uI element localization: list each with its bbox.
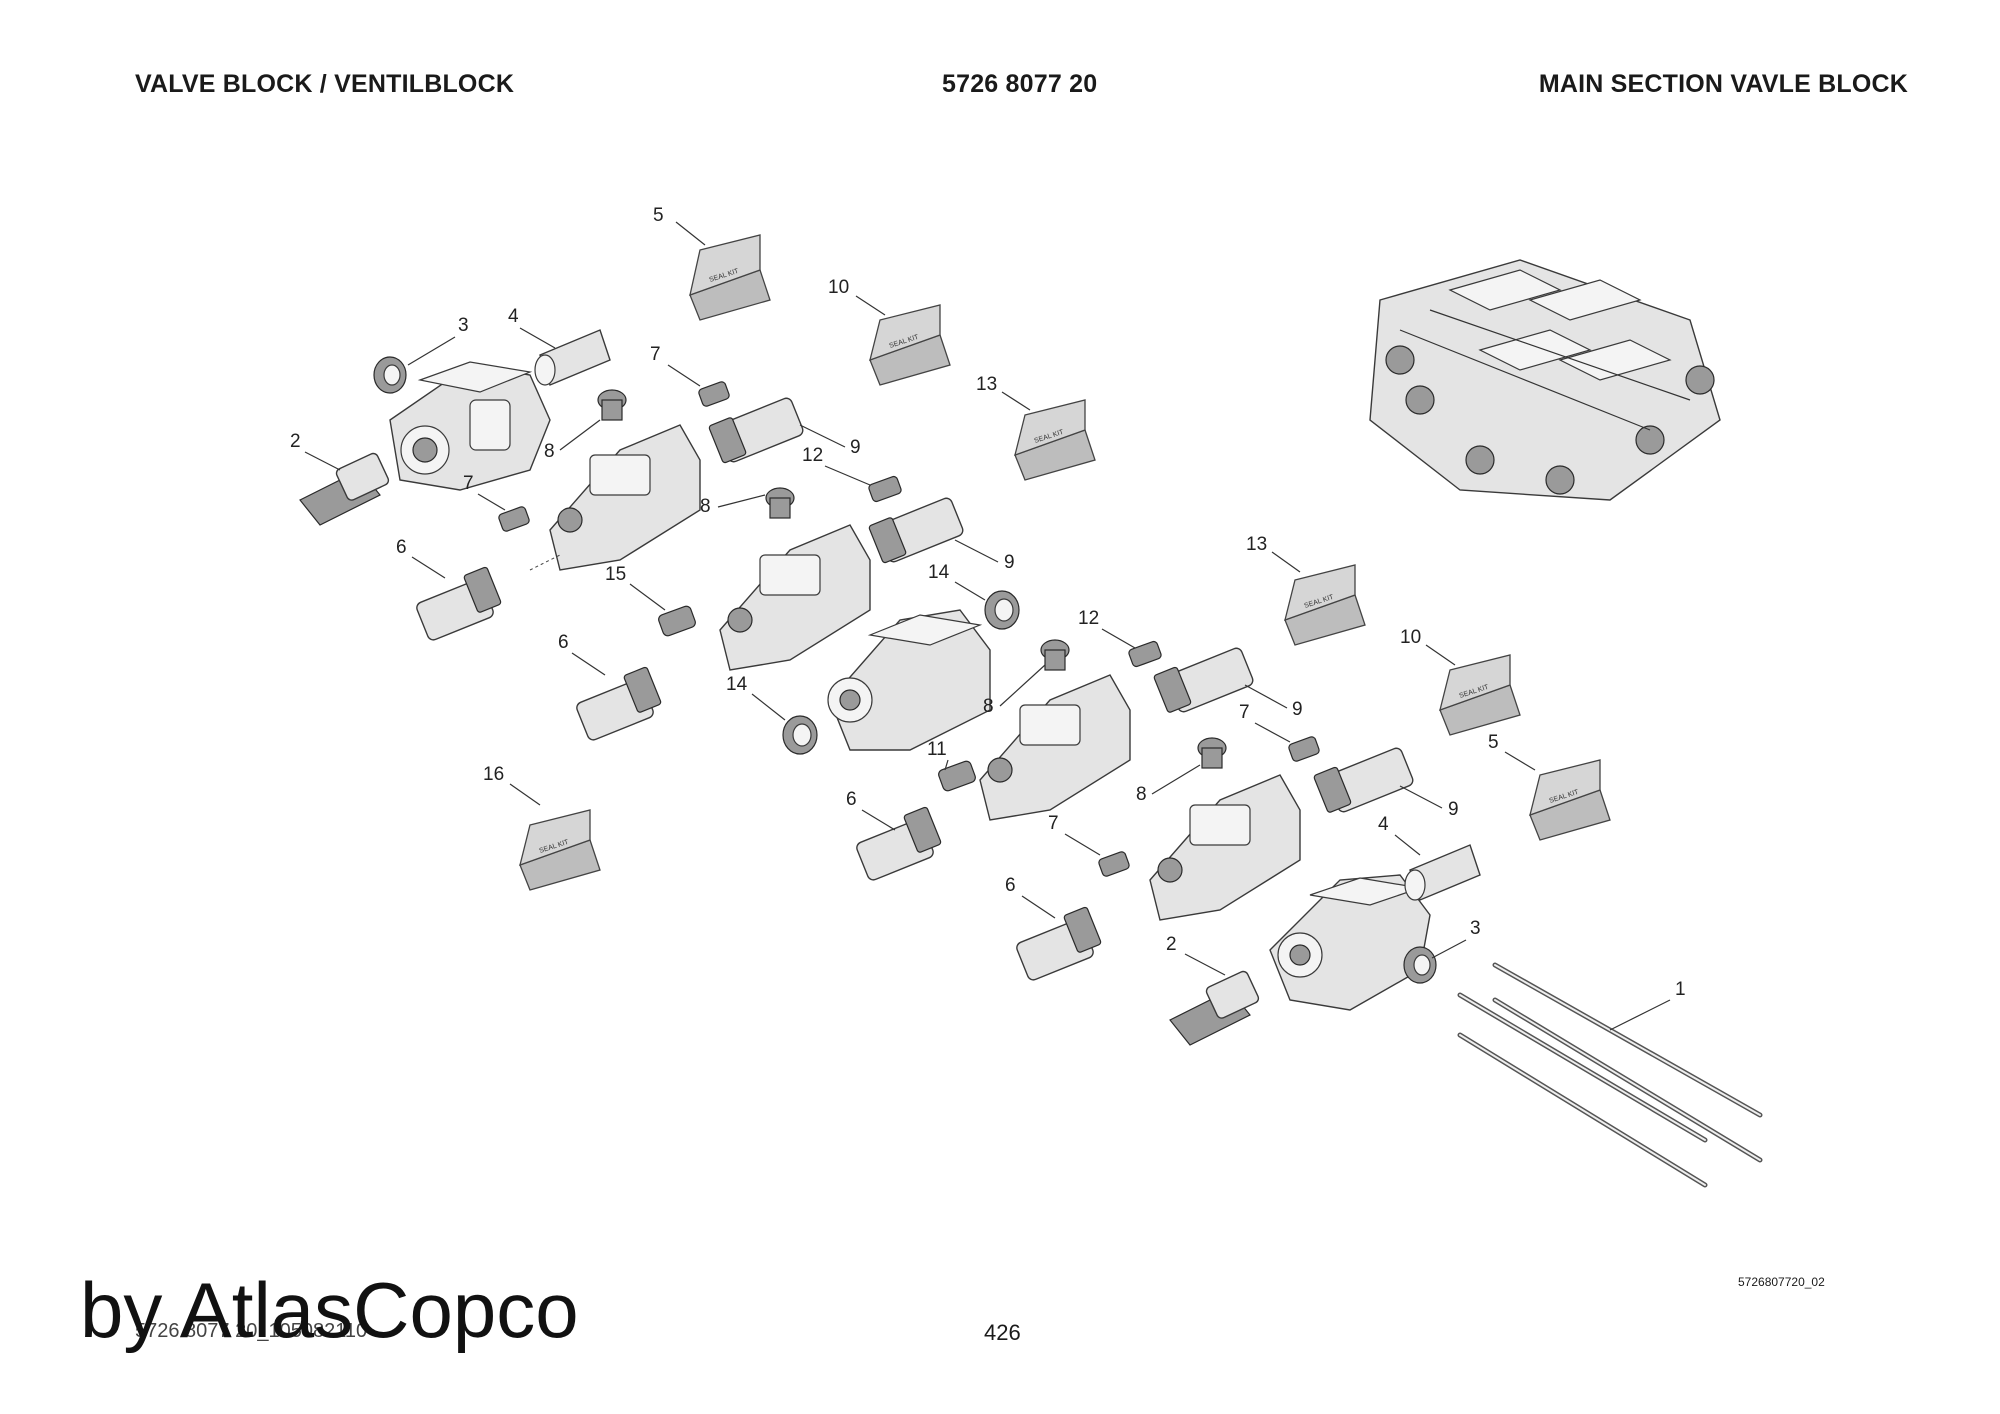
callout-6-section3: 6 [846, 789, 857, 810]
header-title-left: VALVE BLOCK / VENTILBLOCK [135, 70, 515, 98]
callout-14-top: 14 [928, 562, 950, 583]
seal-kit-5-right: SEAL KIT [1529, 759, 1611, 841]
cap-8-section4 [1197, 737, 1227, 769]
callout-4-bottom: 4 [1378, 814, 1389, 835]
callout-7-section3: 7 [1048, 813, 1059, 834]
callout-8-section3: 8 [983, 696, 994, 717]
cap-8-section2 [765, 487, 795, 519]
plug-7-section1 [498, 506, 530, 532]
callout-12-section3: 12 [1078, 608, 1099, 629]
header-title-right: MAIN SECTION VAVLE BLOCK [1538, 70, 1908, 98]
plug-7-section1-top [698, 381, 730, 407]
watermark: by AtlasCopco [80, 1266, 579, 1354]
plug-7-section4 [1288, 736, 1320, 762]
work-section-4 [1149, 774, 1301, 921]
callout-7-top: 7 [650, 344, 661, 365]
callout-2-top: 2 [290, 431, 301, 452]
solenoid-6-section4 [1016, 906, 1102, 981]
callout-8-section4: 8 [1136, 784, 1147, 805]
mid-inlet-section [827, 609, 991, 751]
cap-8-section3 [1040, 639, 1070, 671]
callout-3-bottom: 3 [1470, 918, 1481, 939]
solenoid-6-section1 [416, 566, 502, 641]
callout-8-section2: 8 [700, 496, 711, 517]
callouts: 5 10 13 3 4 2 7 8 9 7 6 12 8 9 15 6 14 1… [290, 205, 1686, 1031]
solenoid-6-section2 [576, 666, 662, 741]
callout-15: 15 [605, 564, 626, 585]
callout-8-section1: 8 [544, 441, 555, 462]
solenoid-9-section4 [1313, 747, 1414, 813]
work-section-3 [979, 674, 1131, 821]
plug-7-section3 [1098, 851, 1130, 877]
footer-document-code: 5726 8077 20_105082110 [135, 1320, 368, 1342]
callout-10: 10 [828, 277, 849, 298]
callout-5-right: 5 [1488, 732, 1499, 753]
check-valve-12-section2 [868, 475, 902, 503]
callout-10-right: 10 [1400, 627, 1421, 648]
relief-valve-2-top [299, 452, 390, 526]
callout-12-section2: 12 [802, 445, 823, 466]
seal-kit-5-top: SEAL KIT [689, 234, 771, 321]
sleeve-4-bottom [1404, 844, 1481, 901]
callout-11: 11 [927, 739, 947, 760]
drawing-number: 5726807720_02 [1738, 1275, 1825, 1289]
callout-7-section1: 7 [463, 473, 474, 494]
solenoid-9-section2 [868, 497, 964, 564]
cap-8-section1 [597, 389, 627, 421]
check-valve-15 [658, 605, 696, 637]
plug-14-bottom [782, 715, 818, 755]
callout-5: 5 [653, 205, 664, 226]
seal-kit-13-right: SEAL KIT [1284, 564, 1366, 646]
check-valve-11 [938, 760, 976, 792]
seal-kit-13-top: SEAL KIT [1014, 399, 1096, 481]
callout-2-bottom: 2 [1166, 934, 1177, 955]
tie-rods-1 [1457, 962, 1763, 1188]
relief-valve-2-bottom [1169, 970, 1260, 1046]
plug-3-top [373, 356, 407, 394]
outlet-section-bottom [1269, 874, 1431, 1011]
plug-3-bottom [1403, 946, 1437, 984]
work-section-1 [549, 424, 701, 571]
callout-4: 4 [508, 306, 519, 327]
page-number: 426 [984, 1320, 1021, 1345]
work-section-2 [719, 524, 871, 671]
callout-13: 13 [976, 374, 997, 395]
solenoid-9-section1 [708, 397, 804, 464]
callout-9-section4: 9 [1448, 799, 1459, 820]
check-valve-12-section3 [1128, 640, 1162, 668]
callout-6-section2: 6 [558, 632, 569, 653]
solenoid-6-section3 [856, 806, 942, 881]
callout-9-section1: 9 [850, 437, 861, 458]
callout-3: 3 [458, 315, 469, 336]
callout-13-right: 13 [1246, 534, 1267, 555]
solenoid-9-section3 [1153, 647, 1254, 713]
header-part-number: 5726 8077 20 [942, 70, 1098, 98]
seal-kit-10-top: SEAL KIT [869, 304, 951, 386]
seal-kit-10-right: SEAL KIT [1439, 654, 1521, 736]
callout-6-section1: 6 [396, 537, 407, 558]
inlet-section-top [389, 361, 551, 491]
callout-14-bottom: 14 [726, 674, 748, 695]
callout-9-section2: 9 [1004, 552, 1015, 573]
callout-6-section4: 6 [1005, 875, 1016, 896]
plug-14-top [984, 590, 1020, 630]
sleeve-4-top [534, 329, 611, 386]
seal-kit-16: SEAL KIT [519, 809, 601, 891]
callout-7-section4: 7 [1239, 702, 1250, 723]
callout-1: 1 [1675, 979, 1686, 1000]
callout-9-section3: 9 [1292, 699, 1303, 720]
callout-16: 16 [483, 764, 504, 785]
assembled-valve-block [1369, 259, 1721, 501]
